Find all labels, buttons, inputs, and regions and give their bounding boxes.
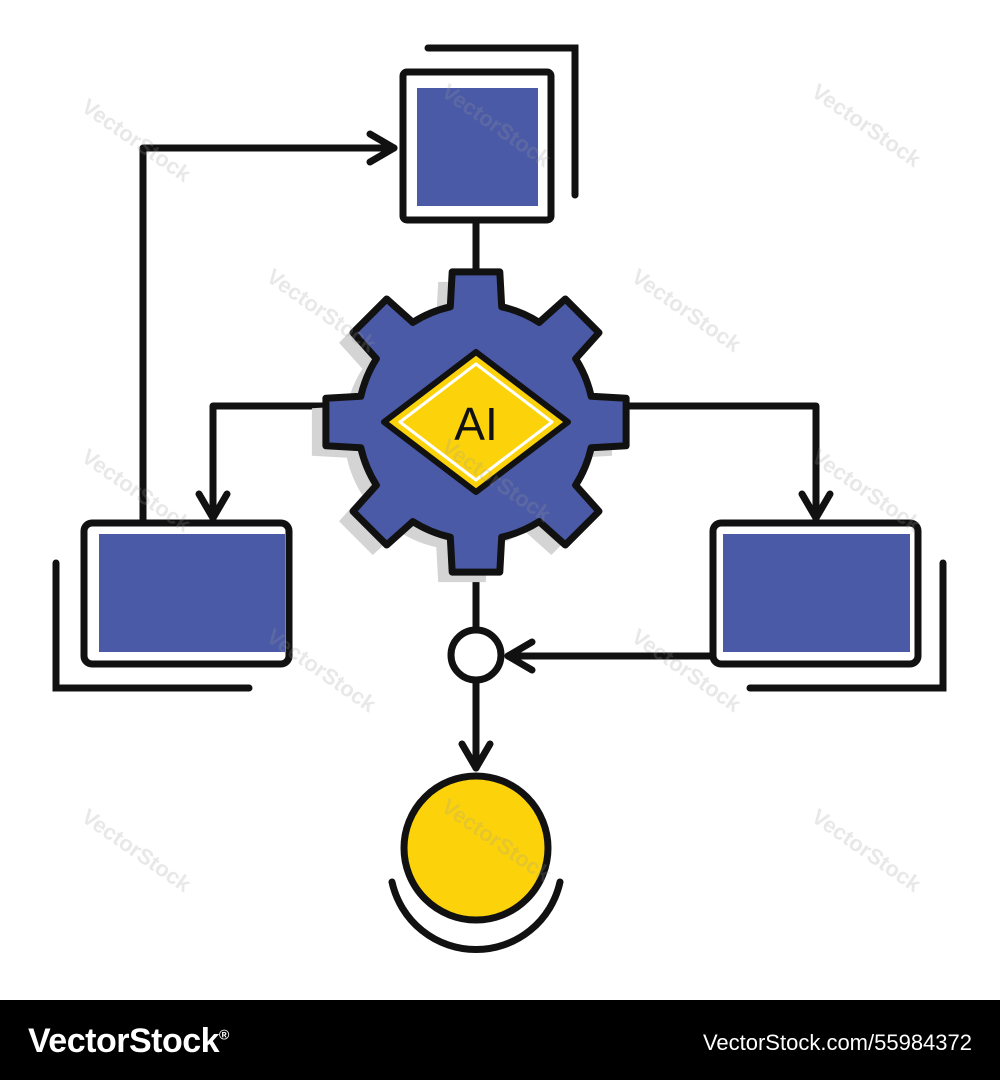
end-node [388,772,564,953]
top-process-box [399,44,579,224]
watermark-text: VectorStock [77,804,196,898]
watermark-text: VectorStock [262,624,381,718]
connector-left-box-to-top-box [139,130,398,526]
registered-mark: ® [219,1026,229,1043]
right-process-box [709,519,947,692]
left-process-box [52,519,293,692]
flowchart-svg: AI VectorStock VectorStock VectorStock V… [52,44,947,953]
watermark-text: VectorStock [262,264,381,358]
brand-name: VectorStock [28,1022,220,1060]
ai-label: AI [454,398,497,450]
watermark-text: VectorStock [807,804,926,898]
footer-bar: VectorStock® VectorStock.com/55984372 [0,1000,1000,1080]
watermark-text: VectorStock [77,94,196,188]
brand-logo: VectorStock® [28,1022,229,1061]
ai-diamond: AI [381,349,571,495]
connector-gear-to-left-box [195,402,328,522]
junction-node [447,626,505,684]
connector-gear-to-right-box [624,402,834,522]
image-id: VectorStock.com/55984372 [702,1030,972,1055]
watermark-text: VectorStock [627,264,746,358]
watermark-text: VectorStock [807,79,926,173]
flowchart-illustration: AI VectorStock VectorStock VectorStock V… [52,44,947,953]
